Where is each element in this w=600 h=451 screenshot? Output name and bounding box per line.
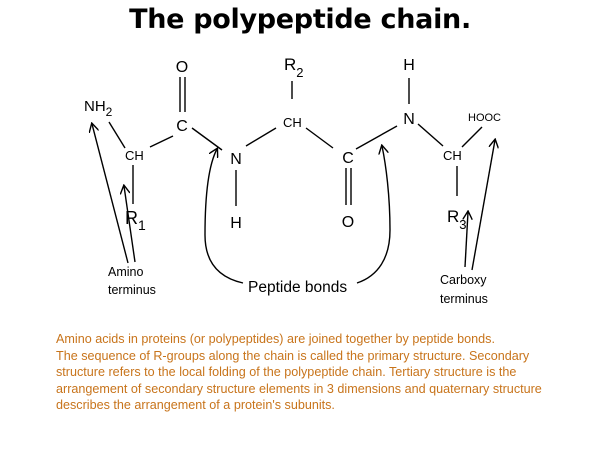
carboxy-terminus-label-1: Carboxy [440, 273, 487, 287]
atom-hooc: HOOC [468, 112, 501, 124]
polypeptide-diagram: O C NH2 CH R1 N H R2 CH C O H N HOOC CH … [84, 55, 501, 306]
peptide-arrow-right [356, 146, 391, 284]
amino-arrow-to-nh2 [92, 124, 129, 264]
bond-n2-ch3 [417, 123, 444, 147]
atom-ch3: CH [443, 148, 462, 163]
atom-n1: N [230, 151, 242, 168]
caption-line-1: Amino acids in proteins (or polypeptides… [56, 332, 495, 346]
atom-c1: C [176, 118, 188, 135]
caption-line-4: arrangement of secondary structure eleme… [56, 381, 542, 396]
caption-line-3: structure refers to the local folding of… [56, 365, 517, 380]
bond-ch1-c1 [149, 135, 174, 148]
caption-text: Amino acids in proteins (or polypeptides… [56, 331, 556, 414]
atom-ch2: CH [283, 115, 302, 130]
carboxy-terminus-label-2: terminus [440, 292, 488, 306]
amino-arrow-to-ch [124, 186, 136, 263]
atom-o1: O [176, 59, 188, 76]
annotation-labels: Amino terminus Peptide bonds Carboxy ter… [108, 265, 488, 306]
atom-h2: H [403, 57, 415, 74]
bonds [108, 77, 483, 206]
bond-c1-n1 [191, 127, 223, 151]
slide-title: The polypeptide chain. [129, 4, 471, 35]
atom-nh2: NH2 [84, 98, 113, 119]
peptide-arrow-left [204, 149, 244, 284]
bond-nh2-ch [108, 121, 126, 149]
carboxy-arrow-to-hooc [471, 140, 495, 271]
bond-ch2-c2 [305, 127, 334, 149]
bond-n1-ch2 [245, 127, 277, 147]
atoms: O C NH2 CH R1 N H R2 CH C O H N HOOC CH … [84, 55, 501, 233]
caption-line-5: describes the arrangement of a protein's… [56, 398, 335, 413]
carboxy-arrow-to-ch [465, 212, 468, 268]
arrows [92, 124, 495, 284]
atom-n2: N [403, 111, 415, 128]
amino-terminus-label-2: terminus [108, 283, 156, 297]
amino-terminus-label-1: Amino [108, 265, 143, 279]
caption-line-2: The sequence of R-groups along the chain… [56, 348, 530, 363]
bond-c2-n2 [355, 125, 398, 150]
bond-ch3-hooc [461, 126, 483, 148]
atom-o2: O [342, 214, 354, 231]
atom-r3: R3 [447, 207, 467, 232]
atom-h1: H [230, 215, 242, 232]
atom-c2: C [342, 150, 354, 167]
atom-r2: R2 [284, 55, 304, 80]
atom-ch1: CH [125, 148, 144, 163]
peptide-bonds-label: Peptide bonds [248, 279, 347, 296]
